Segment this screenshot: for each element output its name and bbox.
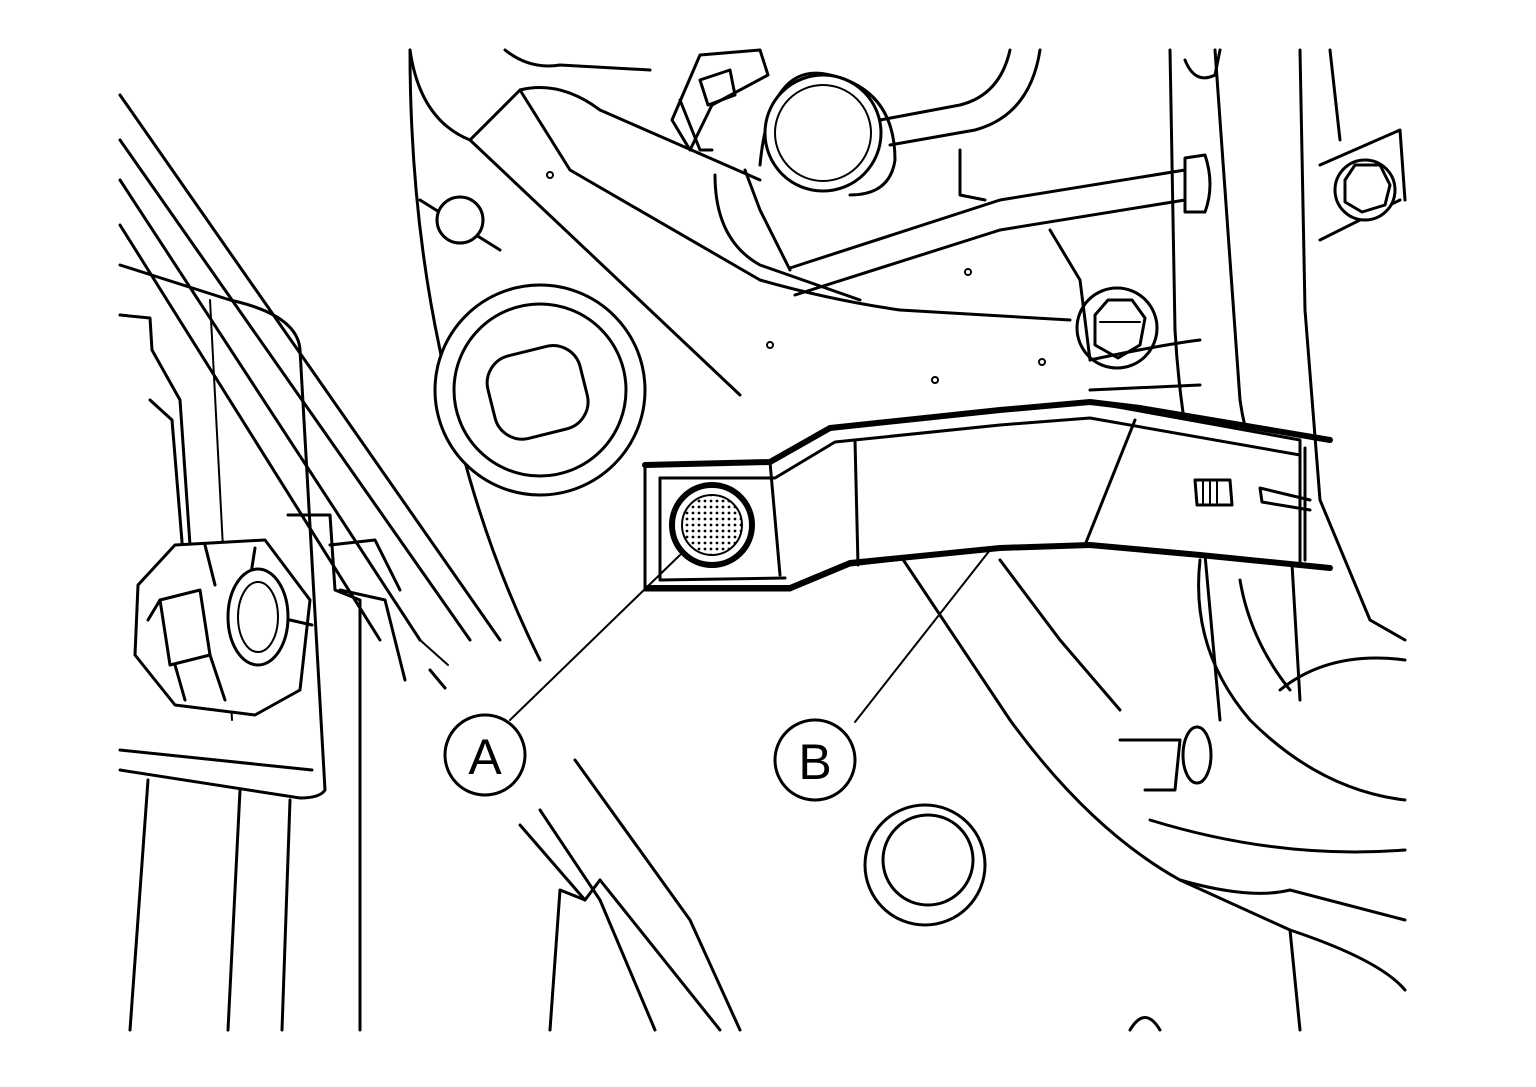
casting-boss [433,283,647,497]
bolt-top-right [1318,128,1407,242]
leader-line-b [854,549,991,723]
callout-b: B [773,718,857,802]
central-casting [408,48,1072,662]
knurled-cap [758,71,897,197]
left-frame-rails [118,93,502,666]
bracket-bolt [669,482,755,568]
leader-line-a [509,554,681,721]
leader-lines [509,549,991,723]
bolt-upper-right [1075,286,1159,370]
hose-clip [670,48,770,152]
fuel-pipes [713,48,1212,302]
lower-casting [518,553,1407,1032]
callout-b-label: B [798,734,831,790]
hex-nut-fastener [133,538,314,717]
callout-a: A [443,713,527,797]
callout-a-label: A [468,729,502,785]
left-lower-mount [128,513,447,1032]
mounting-bracket [642,399,1333,592]
